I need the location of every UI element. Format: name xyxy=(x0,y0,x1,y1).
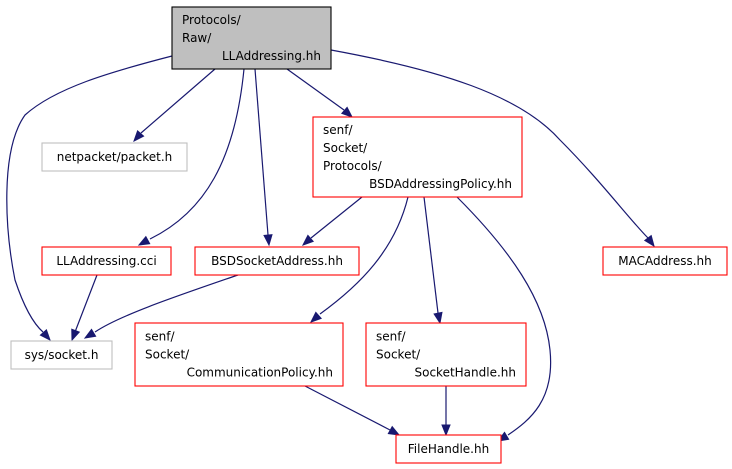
arrowhead-icon xyxy=(263,234,273,247)
node-box xyxy=(365,322,527,387)
node-bsdsock[interactable]: BSDSocketAddress.hh xyxy=(194,246,360,276)
arrowhead-icon xyxy=(83,328,97,339)
arrowhead-icon xyxy=(433,311,443,325)
node-label-line: netpacket/packet.h xyxy=(57,150,173,164)
edge-root-to-syssock xyxy=(6,55,173,342)
arrowhead-icon xyxy=(133,129,145,143)
arrowhead-icon xyxy=(137,235,151,246)
edge-line xyxy=(423,196,439,314)
edge-line xyxy=(319,196,409,315)
edge-lladdr_cci-to-syssock xyxy=(71,274,98,342)
edges-layer xyxy=(6,49,655,442)
edge-root-to-bsdsock xyxy=(254,68,273,247)
node-label-line: senf/ xyxy=(323,123,353,137)
node-box xyxy=(41,142,188,172)
node-box xyxy=(194,246,360,276)
node-label-line: MACAddress.hh xyxy=(618,254,712,268)
node-lladdr_cci[interactable]: LLAddressing.cci xyxy=(41,246,172,276)
edge-line xyxy=(94,274,239,333)
edge-bsdsock-to-syssock xyxy=(83,274,239,339)
node-label-line: Socket/ xyxy=(145,348,190,362)
edge-bsdpolicy-to-sockhandle xyxy=(423,196,443,325)
node-syssock[interactable]: sys/socket.h xyxy=(10,340,113,370)
arrowhead-icon xyxy=(441,424,451,437)
arrowhead-icon xyxy=(301,234,315,246)
node-label-line: CommunicationPolicy.hh xyxy=(187,366,333,380)
node-box xyxy=(312,116,523,198)
edge-root-to-netpacket xyxy=(133,68,216,143)
node-label-line: BSDSocketAddress.hh xyxy=(211,254,343,268)
node-root[interactable]: Protocols/Raw/LLAddressing.hh xyxy=(171,6,332,70)
node-sockhandle[interactable]: senf/Socket/SocketHandle.hh xyxy=(365,322,527,387)
node-label-line: LLAddressing.hh xyxy=(222,49,321,63)
edge-line xyxy=(254,68,269,236)
arrowhead-icon xyxy=(309,311,322,323)
nodes-layer: Protocols/Raw/LLAddressing.hh netpacket/p… xyxy=(10,6,728,464)
edge-bsdpolicy-to-filehandle xyxy=(456,196,552,442)
arrowhead-icon xyxy=(340,106,354,118)
edge-line xyxy=(286,68,345,111)
arrowhead-icon xyxy=(643,234,655,248)
node-label-line: SocketHandle.hh xyxy=(414,366,516,380)
edge-bsdpolicy-to-bsdsock xyxy=(301,196,363,246)
node-label-line: senf/ xyxy=(376,330,406,344)
edge-line xyxy=(149,68,245,240)
edge-line xyxy=(456,196,552,436)
node-label-line: Protocols/ xyxy=(182,13,242,27)
node-label-line: Raw/ xyxy=(182,31,212,45)
node-label-line: senf/ xyxy=(145,330,175,344)
node-macaddr[interactable]: MACAddress.hh xyxy=(602,246,728,276)
node-box xyxy=(395,434,502,464)
edge-line xyxy=(310,196,363,239)
node-box xyxy=(134,322,344,387)
edge-line xyxy=(74,274,98,333)
edge-line xyxy=(6,55,173,333)
node-filehandle[interactable]: FileHandle.hh xyxy=(395,434,502,464)
node-label-line: LLAddressing.cci xyxy=(56,254,156,268)
edge-sockhandle-to-filehandle xyxy=(441,386,451,437)
arrowhead-icon xyxy=(387,425,401,436)
node-label-line: Socket/ xyxy=(376,348,421,362)
node-label-line: FileHandle.hh xyxy=(408,442,489,456)
node-label-line: Socket/ xyxy=(323,141,368,155)
node-bsdpolicy[interactable]: senf/Socket/Protocols/BSDAddressingPolic… xyxy=(312,116,523,198)
node-label-line: BSDAddressingPolicy.hh xyxy=(369,177,512,191)
edge-bsdpolicy-to-commpolicy xyxy=(309,196,409,323)
arrowhead-icon xyxy=(71,328,81,342)
node-netpacket[interactable]: netpacket/packet.h xyxy=(41,142,188,172)
edge-line xyxy=(140,68,216,134)
node-commpolicy[interactable]: senf/Socket/CommunicationPolicy.hh xyxy=(134,322,344,387)
arrowhead-icon xyxy=(39,328,51,342)
node-box xyxy=(171,6,332,70)
edge-line xyxy=(304,385,391,431)
edge-root-to-lladdr_cci xyxy=(137,68,245,246)
edge-line xyxy=(330,49,649,239)
edge-commpolicy-to-filehandle xyxy=(304,385,401,436)
node-box xyxy=(10,340,113,370)
node-label-line: sys/socket.h xyxy=(25,348,99,362)
edge-root-to-macaddr xyxy=(330,49,655,248)
node-box xyxy=(602,246,728,276)
edge-root-to-bsdpolicy xyxy=(286,68,354,118)
node-label-line: Protocols/ xyxy=(323,159,383,173)
node-box xyxy=(41,246,172,276)
